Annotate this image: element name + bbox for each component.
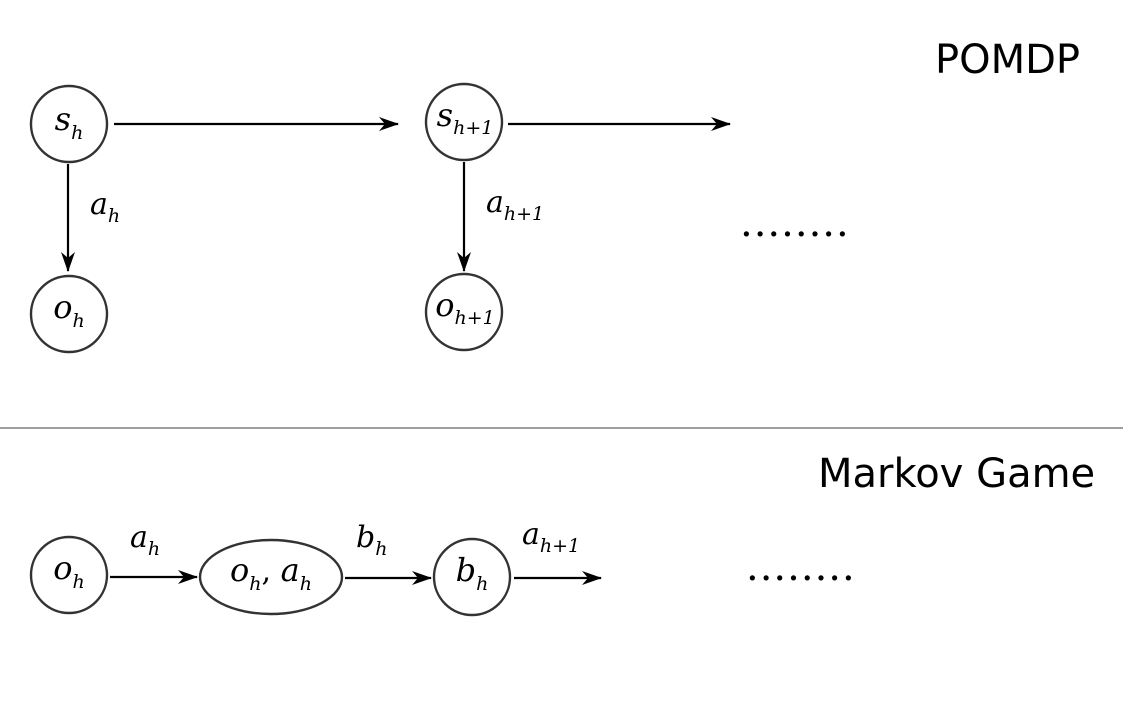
mg-edge-label-1: ah [130, 520, 160, 560]
pomdp-title: POMDP [935, 37, 1080, 83]
observation-node-h1-label: oh+1 [435, 286, 495, 329]
markov-game-title: Markov Game [818, 451, 1095, 497]
mg-b-node: bh [432, 537, 512, 617]
mg-observation-action-node-label: oh, ah [230, 551, 312, 595]
pomdp-ellipsis: ........ [740, 200, 850, 246]
observation-node-h: oh [29, 274, 109, 354]
state-node-h: sh [29, 84, 109, 164]
observation-node-h1: oh+1 [424, 272, 504, 352]
observation-node-h-label: oh [53, 288, 85, 332]
mg-observation-action-node: oh, ah [198, 538, 344, 616]
action-label-h: ah [90, 187, 120, 227]
action-label-h1: ah+1 [486, 185, 544, 225]
mg-edge-label-2: bh [356, 520, 387, 560]
mg-edge-label-3: ah+1 [522, 517, 580, 557]
state-node-h1-label: sh+1 [437, 96, 494, 139]
state-node-h1: sh+1 [424, 82, 504, 162]
mg-ellipsis: ........ [746, 544, 856, 590]
mg-observation-node-label: oh [53, 549, 85, 593]
mg-b-node-label: bh [456, 551, 489, 595]
state-node-h-label: sh [55, 100, 84, 144]
mg-observation-node: oh [29, 535, 109, 615]
